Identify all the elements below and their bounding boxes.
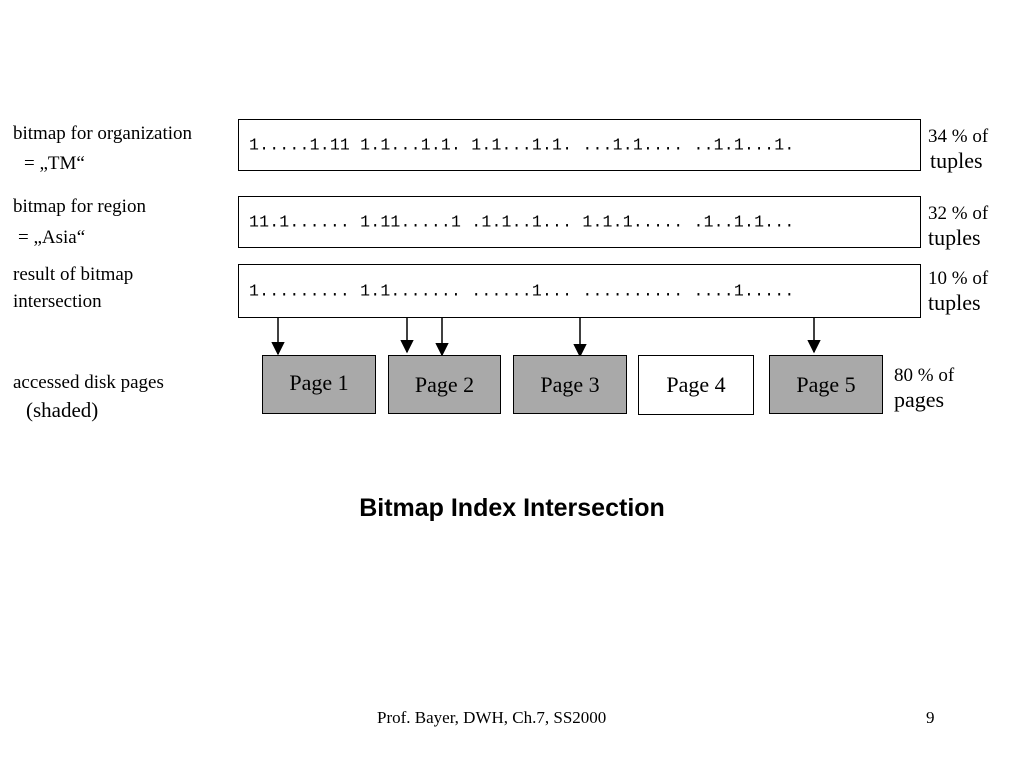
disk-page-5-label: Page 5 bbox=[796, 371, 856, 397]
disk-page-2: Page 2 bbox=[388, 355, 501, 414]
bitmap-region-box: 11.1...... 1.11.....1 .1.1..1... 1.1.1..… bbox=[238, 196, 921, 248]
pages-percent: 80 % of pages bbox=[894, 365, 954, 413]
row2-percent: 32 % of tuples bbox=[928, 203, 988, 251]
bitmap-intersection-box: 1......... 1.1....... ......1... .......… bbox=[238, 264, 921, 318]
row2-label-line1: bitmap for region bbox=[13, 196, 146, 217]
disk-page-1-label: Page 1 bbox=[289, 370, 349, 395]
row2-percent-unit: tuples bbox=[928, 225, 981, 250]
bitmap-region-bits: 11.1...... 1.11.....1 .1.1..1... 1.1.1..… bbox=[249, 212, 795, 232]
row1-percent-unit: tuples bbox=[930, 148, 983, 173]
page-number: 9 bbox=[926, 708, 935, 727]
row3-label-line2: intersection bbox=[13, 291, 102, 312]
row3-label-line1: result of bitmap bbox=[13, 264, 134, 285]
pages-label-line1: accessed disk pages bbox=[13, 372, 164, 393]
disk-page-4-label: Page 4 bbox=[666, 372, 726, 397]
bitmap-organization-box: 1.....1.11 1.1...1.1. 1.1...1.1. ...1.1.… bbox=[238, 119, 921, 171]
row1-percent-value: 34 % of bbox=[928, 126, 989, 147]
disk-page-2-label: Page 2 bbox=[414, 371, 475, 397]
bitmap-intersection-bits: 1......... 1.1....... ......1... .......… bbox=[249, 281, 795, 301]
footer-text: Prof. Bayer, DWH, Ch.7, SS2000 bbox=[377, 708, 607, 727]
pages-label-line2: (shaded) bbox=[26, 398, 99, 422]
row2-percent-value: 32 % of bbox=[928, 203, 989, 224]
disk-page-3-label: Page 3 bbox=[540, 371, 600, 397]
disk-page-5: Page 5 bbox=[769, 355, 883, 414]
row1-percent: 34 % of tuples bbox=[928, 126, 988, 174]
row3-percent-value: 10 % of bbox=[928, 268, 989, 289]
pages-percent-value: 80 % of bbox=[894, 365, 955, 386]
disk-page-4: Page 4 bbox=[638, 355, 754, 415]
bitmap-organization-bits: 1.....1.11 1.1...1.1. 1.1...1.1. ...1.1.… bbox=[249, 135, 795, 155]
disk-page-1: Page 1 bbox=[262, 355, 376, 414]
row1-label-line2: = „TM“ bbox=[24, 153, 85, 174]
row3-percent: 10 % of tuples bbox=[928, 268, 988, 316]
row1-label-line1: bitmap for organization bbox=[13, 123, 193, 144]
pages-percent-unit: pages bbox=[894, 387, 945, 412]
row3-percent-unit: tuples bbox=[928, 290, 981, 315]
row2-label-line2: = „Asia“ bbox=[18, 227, 86, 248]
disk-page-3: Page 3 bbox=[513, 355, 627, 414]
slide-title: Bitmap Index Intersection bbox=[359, 494, 665, 522]
